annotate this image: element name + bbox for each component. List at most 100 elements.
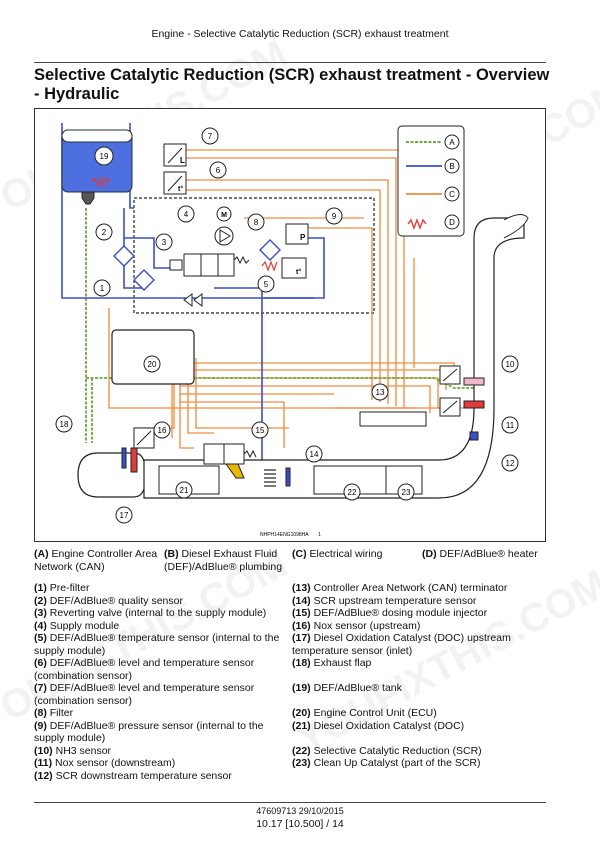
list-item: (21) Diesel Oxidation Catalyst (DOC) <box>292 720 542 733</box>
list-item-number: (5) <box>34 632 47 644</box>
list-item: (11) Nox sensor (downstream) <box>34 757 286 770</box>
key-c: C <box>449 190 455 199</box>
callout-16: 16 <box>158 426 167 435</box>
list-item-text: NH3 sensor <box>55 744 112 757</box>
list-item: (12) SCR downstream temperature sensor <box>34 770 286 783</box>
list-item-text: DEF/AdBlue® dosing module injector <box>313 607 488 619</box>
component-list-right: (13) Controller Area Network (CAN) termi… <box>292 582 542 770</box>
list-item-number: (17) <box>292 632 311 644</box>
callout-13: 13 <box>376 388 385 397</box>
list-item: (14) SCR upstream temperature sensor <box>292 595 542 608</box>
list-item: (6) DEF/AdBlue® level and temperature se… <box>34 657 286 682</box>
callout-6: 6 <box>216 166 221 175</box>
key-d: D <box>449 218 455 227</box>
list-item: (7) DEF/AdBlue® level and temperature se… <box>34 682 286 707</box>
list-item-text: Selective Catalytic Reduction (SCR) <box>313 744 482 757</box>
list-item-number: (12) <box>34 769 53 782</box>
callout-8: 8 <box>254 218 259 227</box>
callout-19: 19 <box>100 152 109 161</box>
list-item-text: DEF/AdBlue® pressure sensor (internal to… <box>34 719 264 745</box>
header-divider <box>34 62 546 63</box>
list-item-number: (11) <box>34 757 53 769</box>
page-number: 10.17 [10.500] / 14 <box>256 818 344 830</box>
list-item: (8) Filter <box>34 707 286 720</box>
callout-2: 2 <box>102 228 107 237</box>
figure-code: NHPH14ENG1098HA <box>260 532 309 538</box>
list-item-number: (13) <box>292 582 311 594</box>
list-item-text: Reverting valve (internal to the supply … <box>49 607 267 619</box>
temp-label: t° <box>296 268 301 276</box>
list-item-number: (6) <box>34 657 47 669</box>
callout-9: 9 <box>332 212 337 221</box>
list-item-text: Nox sensor (downstream) <box>55 757 176 769</box>
list-item-text: DEF/AdBlue® level and temperature sensor… <box>34 657 255 682</box>
list-item: (1) Pre-filter <box>34 582 286 595</box>
key-b: B <box>449 162 454 171</box>
list-item-text: Supply module <box>49 619 120 632</box>
list-item-number: (23) <box>292 757 311 769</box>
list-item-number: (9) <box>34 719 47 732</box>
list-item-text: Exhaust flap <box>313 657 372 669</box>
page-title: Selective Catalytic Reduction (SCR) exha… <box>34 66 550 103</box>
list-item: (20) Engine Control Unit (ECU) <box>292 707 542 720</box>
list-item-number: (15) <box>292 607 311 619</box>
list-item-text: DEF/AdBlue® temperature sensor (internal… <box>34 632 280 657</box>
list-item-text: Pre-filter <box>49 582 90 594</box>
figure-number: 1 <box>318 532 321 538</box>
temp-label: t° <box>178 185 183 193</box>
callout-15: 15 <box>256 426 265 435</box>
list-item-number: (20) <box>292 707 311 719</box>
callout-14: 14 <box>310 450 319 459</box>
list-item-number: (4) <box>34 619 47 632</box>
callout-20: 20 <box>148 360 157 369</box>
list-item-number: (21) <box>292 719 311 732</box>
list-item-text: Nox sensor (upstream) <box>313 619 421 632</box>
list-item-number: (16) <box>292 619 311 632</box>
list-item: (16) Nox sensor (upstream) <box>292 620 542 633</box>
list-item-text: SCR upstream temperature sensor <box>313 594 477 607</box>
list-item-number: (3) <box>34 607 47 619</box>
list-item-number: (1) <box>34 582 47 594</box>
callout-21: 21 <box>180 486 189 495</box>
list-item: (17) Diesel Oxidation Catalyst (DOC) ups… <box>292 632 542 657</box>
callout-11: 11 <box>506 421 515 430</box>
callout-4: 4 <box>184 210 189 219</box>
callout-23: 23 <box>402 488 411 497</box>
list-item-number: (10) <box>34 744 53 757</box>
list-item: (5) DEF/AdBlue® temperature sensor (inte… <box>34 632 286 657</box>
component-list-left: (1) Pre-filter(2) DEF/AdBlue® quality se… <box>34 582 286 782</box>
motor-label: M <box>221 212 227 219</box>
list-item: (9) DEF/AdBlue® pressure sensor (interna… <box>34 720 286 745</box>
list-item-text: DEF/AdBlue® quality sensor <box>49 594 183 607</box>
list-item: (19) DEF/AdBlue® tank <box>292 682 542 695</box>
pressure-label: P <box>300 233 306 242</box>
callout-17: 17 <box>120 511 129 520</box>
level-label: L <box>180 156 185 165</box>
scr-hydraulic-diagram: 19 L t° M P t° <box>34 108 546 542</box>
callout-5: 5 <box>264 280 269 289</box>
list-item: (4) Supply module <box>34 620 286 633</box>
doc-reference: 47609713 29/10/2015 <box>256 806 344 816</box>
list-item-text: Filter <box>49 707 74 719</box>
list-item-text: Clean Up Catalyst (part of the SCR) <box>313 757 481 769</box>
list-item: (18) Exhaust flap <box>292 657 542 670</box>
list-item-text: Diesel Oxidation Catalyst (DOC) <box>313 719 465 732</box>
footer-divider <box>34 802 546 803</box>
list-item: (23) Clean Up Catalyst (part of the SCR) <box>292 757 542 770</box>
list-item-text: DEF/AdBlue® level and temperature sensor… <box>34 682 255 707</box>
list-item: (2) DEF/AdBlue® quality sensor <box>34 595 286 608</box>
list-item-number: (2) <box>34 594 47 607</box>
legend-d: (D) DEF/AdBlue® heater <box>422 548 538 560</box>
key-a: A <box>449 138 455 147</box>
callout-1: 1 <box>100 284 105 293</box>
list-item-text: DEF/AdBlue® tank <box>313 682 402 694</box>
list-item-number: (22) <box>292 744 311 757</box>
list-item-number: (14) <box>292 594 311 607</box>
list-item: (22) Selective Catalytic Reduction (SCR) <box>292 745 542 758</box>
list-item: (15) DEF/AdBlue® dosing module injector <box>292 607 542 620</box>
callout-10: 10 <box>506 360 515 369</box>
callout-18: 18 <box>60 420 69 429</box>
callout-12: 12 <box>506 459 515 468</box>
list-item: (3) Reverting valve (internal to the sup… <box>34 607 286 620</box>
list-item-number: (7) <box>34 682 47 694</box>
